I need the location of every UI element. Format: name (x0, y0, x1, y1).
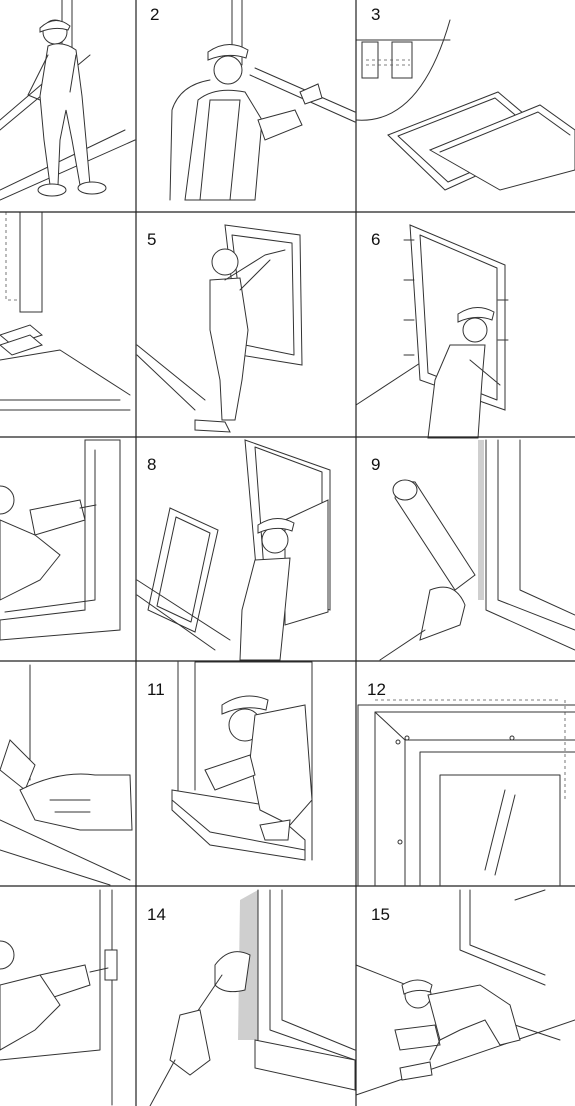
panel-4-illustration (0, 212, 130, 410)
panel-10-illustration (0, 665, 132, 885)
panel-11-illustration (172, 662, 312, 860)
panel-8-illustration (137, 440, 330, 660)
panel-7-illustration (0, 440, 120, 640)
panel-3-illustration (356, 20, 575, 190)
panel-2-illustration (170, 0, 355, 200)
panel-1-illustration (0, 0, 135, 200)
panel-6-illustration (356, 225, 508, 438)
panel-12-illustration (358, 700, 575, 885)
panel-15-illustration (356, 890, 575, 1095)
panel-9-illustration (380, 440, 575, 660)
panel-5-illustration (137, 225, 302, 432)
panel-14-illustration (150, 890, 355, 1106)
panel-13-illustration (0, 890, 117, 1105)
